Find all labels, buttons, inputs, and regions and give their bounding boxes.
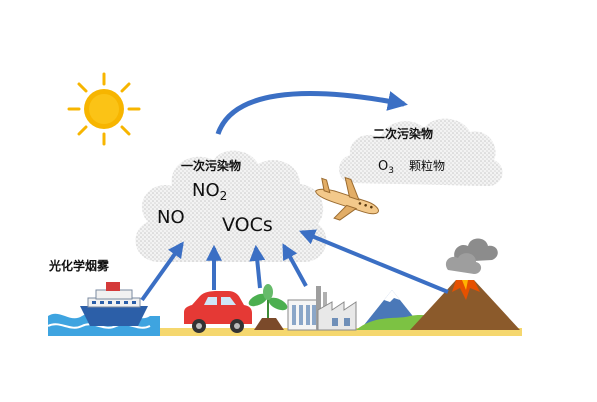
secondary-pollutant-cloud [338, 118, 503, 186]
arrow-ship [140, 241, 184, 302]
particulates-label: 颗粒物 [409, 158, 445, 173]
o3-base: O [378, 159, 388, 174]
volcano-icon [410, 238, 520, 330]
arrow-plant [249, 244, 266, 289]
secondary-pollutants-title: 二次污染物 [373, 126, 433, 141]
ground-strip [150, 328, 522, 336]
no2-label: NO2 [192, 180, 227, 203]
arrow-factory [282, 243, 308, 287]
car-icon [184, 291, 252, 333]
o3-subscript: 3 [388, 166, 394, 176]
vocs-label: VOCs [222, 214, 273, 236]
primary-pollutants-title: 一次污染物 [181, 158, 241, 173]
arrow-volcano [299, 229, 449, 294]
airplane-icon [315, 176, 379, 221]
curved-arrow [215, 91, 408, 135]
no-label: NO [157, 207, 185, 228]
plant-icon [248, 284, 288, 330]
photochemical-smog-label: 光化学烟雾 [48, 258, 110, 273]
primary-pollutant-cloud [135, 150, 327, 262]
ship-icon [80, 282, 148, 326]
factory-icon [287, 286, 357, 331]
o3-label: O3 [378, 159, 394, 176]
no2-subscript: 2 [220, 189, 228, 203]
no2-base: NO [192, 180, 220, 201]
sun-icon [67, 72, 141, 146]
